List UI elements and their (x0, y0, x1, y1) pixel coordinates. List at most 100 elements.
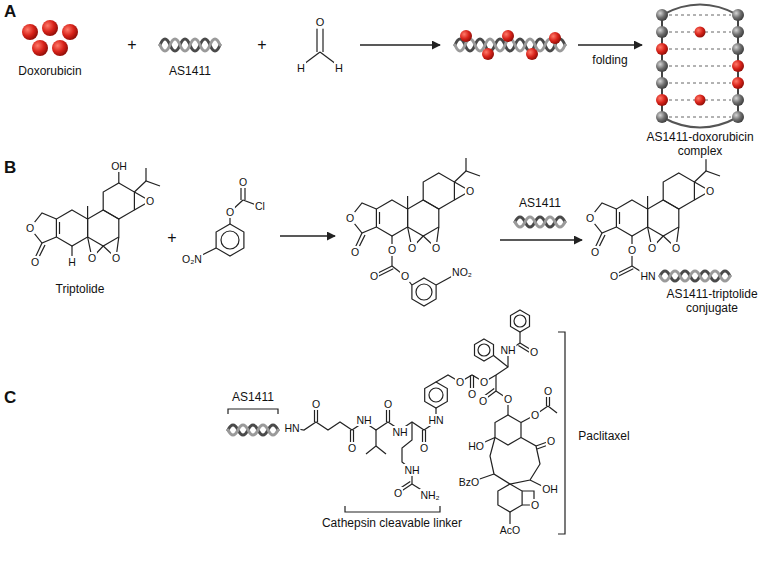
atom-label: H (67, 256, 77, 268)
atom-label: O (400, 270, 410, 282)
doxorubicin-spheres (32, 40, 48, 56)
bracket (228, 332, 565, 534)
atom-label: O (225, 206, 235, 218)
reaction-arrow (280, 235, 335, 237)
conjugate-structure (660, 271, 730, 281)
doxorubicin-spheres (62, 24, 78, 40)
atom-label: O (467, 388, 477, 400)
paclitaxel-structure (478, 344, 490, 356)
atom-label: O (347, 442, 357, 454)
g-quadruplex (669, 117, 731, 118)
panel-letter: C (3, 388, 17, 408)
atom-label: O (479, 376, 489, 388)
atom-label: NH (391, 426, 408, 438)
atom-label: HO (467, 440, 485, 452)
conjugate-structure (660, 271, 730, 281)
atom-label: O (455, 376, 465, 388)
g-quadruplex (656, 43, 668, 55)
chloroformate-structure (216, 224, 244, 256)
g-quadruplex (662, 5, 738, 16)
atom-label: OH (541, 483, 559, 495)
formaldehyde-bonds (304, 52, 320, 64)
atom-label: O (25, 222, 35, 234)
panel-letter: B (3, 158, 17, 178)
atom-label: O (478, 395, 488, 407)
g-quadruplex (732, 60, 744, 72)
atom-label: O (111, 252, 121, 264)
g-quadruplex (669, 66, 731, 67)
intermediate-structure (377, 269, 393, 277)
atom-label: O (87, 252, 97, 264)
paclitaxel-structure (498, 484, 522, 512)
conjugate-structure (617, 269, 633, 277)
aptamer-helix (160, 39, 220, 51)
compound-name: AS1411 (168, 65, 212, 79)
plus-sign: + (256, 36, 267, 54)
atom-label: Cl (254, 200, 266, 212)
atom-label: AcO (499, 524, 521, 536)
panel-letter: A (3, 2, 17, 22)
linker-structure (425, 382, 448, 408)
intercalated-drug (482, 48, 494, 60)
formaldehyde-bonds (304, 28, 336, 64)
bracket-label: Cathepsin cleavable linker (321, 517, 463, 531)
intercalated-drug (502, 30, 514, 42)
atom-label: O (431, 242, 441, 254)
atom-label: O (350, 246, 360, 258)
doxorubicin-spheres (22, 24, 38, 40)
atom-label: O (671, 242, 681, 254)
aptamer-helix (515, 217, 565, 227)
atom-label: O (393, 487, 403, 499)
atom-label: O (530, 499, 540, 511)
g-quadruplex (656, 94, 668, 106)
aptamer-helix (228, 425, 278, 435)
reaction-arrow (280, 45, 642, 240)
atom-label: O (465, 185, 475, 197)
atom-label: O (530, 409, 540, 421)
g-quadruplex (669, 49, 731, 50)
conjugate-structure (590, 158, 730, 281)
chloroformate-structure (196, 184, 259, 258)
atom-label: HN (427, 414, 444, 426)
g-quadruplex (656, 60, 668, 72)
atom-label: HN (283, 422, 300, 434)
bracket-label: AS1411 (231, 391, 275, 405)
atom-label: O (705, 185, 715, 197)
bracket-label: Paclitaxel (577, 430, 630, 444)
atom-label: O (30, 256, 40, 268)
reaction-arrow (360, 44, 440, 46)
g-quadruplex (656, 111, 668, 123)
paclitaxel-structure (514, 315, 526, 327)
atom-label: H (334, 62, 344, 75)
linker-structure (429, 388, 443, 402)
atom-label: O (647, 242, 657, 254)
atom-label: O (369, 270, 379, 282)
chloroformate-structure (221, 231, 239, 249)
paclitaxel-structure (494, 356, 509, 368)
atom-label: O (238, 176, 248, 188)
aptamer-helix (228, 425, 278, 435)
product-name: AS1411-triptolide conjugate (656, 288, 768, 316)
conjugate-structure (590, 158, 720, 249)
compound-name: Doxorubicin (17, 65, 82, 79)
paclitaxel-structure (519, 332, 520, 343)
reaction-arrow (500, 239, 582, 241)
triptolide-structure (30, 168, 160, 259)
atom-label: BzO (458, 476, 480, 488)
g-quadruplex (732, 111, 744, 123)
linker-structure (366, 430, 376, 454)
aptamer-helix (160, 39, 220, 51)
g-quadruplex (732, 77, 744, 89)
intercalated-drug (549, 32, 561, 44)
g-quadruplex (656, 77, 668, 89)
g-quadruplex (695, 27, 706, 38)
intermediate-structure (350, 158, 480, 306)
atom-label: O (529, 346, 539, 358)
plus-sign: + (166, 229, 177, 247)
product-name: AS1411-doxorubicin complex (640, 131, 760, 159)
paclitaxel-structure (511, 310, 530, 332)
intercalated-drug (526, 48, 538, 60)
triptolide-structure (30, 168, 160, 259)
intermediate-structure (416, 284, 432, 300)
